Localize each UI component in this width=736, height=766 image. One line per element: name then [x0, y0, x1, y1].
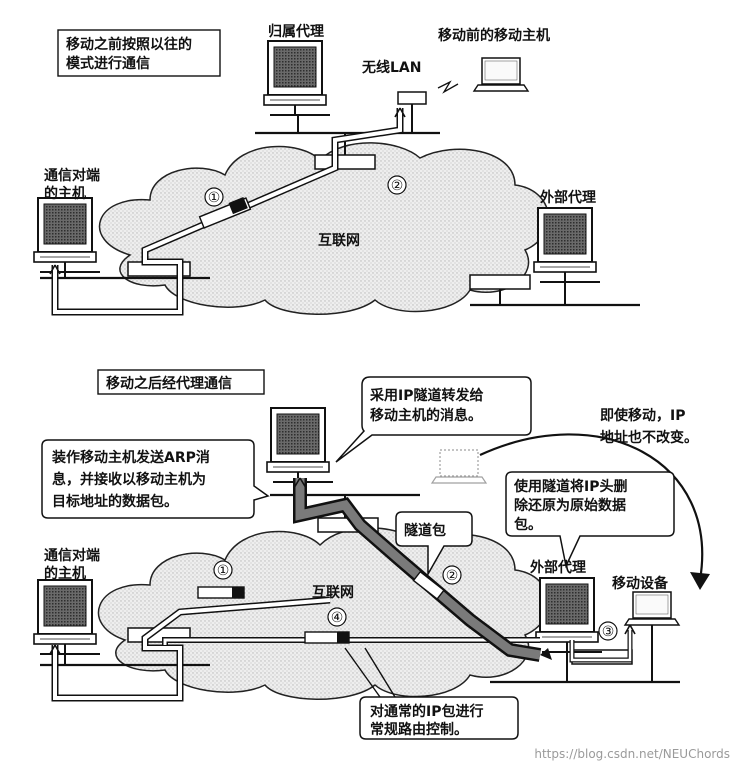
mobile-laptop-ghost — [430, 449, 488, 484]
callout-tunnel-line1: 采用IP隧道转发给 — [369, 387, 483, 404]
marker-4-bottom: ④ — [331, 610, 344, 626]
foreign-agent-pc-top — [533, 207, 601, 283]
callout-tunnel-packet — [395, 511, 473, 577]
wireless-ap-top — [397, 91, 427, 105]
watermark-text: https://blog.csdn.net/NEUChords — [534, 747, 730, 761]
home-agent-pc-top — [263, 40, 331, 116]
marker-1-bottom: ① — [217, 563, 230, 579]
callout-routing — [359, 696, 519, 740]
peer-bottom-line1: 通信对端 — [44, 547, 100, 564]
callout-strip-line2: 除还原为原始数据 — [514, 497, 626, 514]
peer-pc-top — [33, 197, 101, 273]
callout-arp-line1: 装作移动主机发送ARP消 — [51, 449, 210, 466]
title-bottom: 移动之后经代理通信 — [106, 375, 232, 392]
home-agent-label: 归属代理 — [268, 23, 324, 40]
move-arrow — [479, 433, 704, 581]
title-top-line1: 移动之前按照以往的 — [66, 36, 192, 53]
home-agent-pc-bottom — [266, 407, 334, 483]
internet-top-label: 互联网 — [318, 233, 360, 249]
mobile-laptop-before — [473, 57, 529, 92]
tunnel-packet-label: 隧道包 — [404, 522, 446, 539]
callout-tunnel-line2: 移动主机的消息。 — [370, 407, 482, 424]
title-box-bottom — [97, 369, 265, 395]
internet-cloud-bottom — [97, 527, 550, 700]
peer-bottom-line2: 的主机 — [44, 565, 86, 582]
callout-routing-line1: 对通常的IP包进行 — [370, 703, 483, 720]
internet-cloud-top — [98, 142, 550, 315]
mobile-device-label: 移动设备 — [612, 575, 669, 592]
marker-2-top: ② — [391, 178, 404, 194]
internet-bottom-label: 互联网 — [312, 585, 354, 601]
foreign-agent-pc-bottom — [535, 577, 603, 653]
peer-pc-bottom — [33, 579, 101, 655]
peer-top-line2: 的主机 — [44, 185, 86, 202]
marker-2-bottom: ② — [446, 568, 459, 584]
title-box-top — [57, 29, 221, 77]
callout-arp — [41, 439, 270, 519]
callout-arp-line2: 息，并接收以移动主机为 — [52, 471, 206, 488]
callout-ip-line2: 地址也不改变。 — [600, 429, 698, 446]
marker-1-top: ① — [208, 190, 221, 206]
wireless-lan-label: 无线LAN — [361, 59, 421, 76]
foreign-agent-top-label: 外部代理 — [540, 189, 596, 206]
peer-top-line1: 通信对端 — [44, 167, 100, 184]
mobile-host-before-label: 移动前的移动主机 — [438, 27, 550, 44]
callout-routing-line2: 常规路由控制。 — [370, 721, 468, 738]
router-home-top — [314, 154, 376, 170]
foreign-agent-bottom-label: 外部代理 — [530, 559, 586, 576]
mobile-device-laptop — [624, 591, 680, 626]
bottom-diagram: ① ② ③ ④ 移动之后经代理通信 采用IP隧道转发给 移动主机的消息。 装作移… — [33, 369, 710, 740]
callout-arp-line3: 目标地址的数据包。 — [52, 493, 178, 510]
top-diagram: ① ② 移动之前按照以往的 模式进行通信 归属代理 移动前的移动主机 无线LAN… — [33, 23, 640, 316]
callout-strip-line3: 包。 — [514, 516, 542, 533]
router-foreign-top — [469, 274, 531, 290]
callout-strip-line1: 使用隧道将IP头删 — [513, 478, 627, 495]
title-top-line2: 模式进行通信 — [66, 55, 150, 72]
packet-tunnel — [412, 570, 445, 600]
callout-tunnel — [335, 376, 532, 463]
callout-strip — [505, 471, 675, 569]
marker-3-bottom: ③ — [602, 624, 615, 640]
callout-ip-line1: 即使移动，IP — [600, 407, 685, 424]
